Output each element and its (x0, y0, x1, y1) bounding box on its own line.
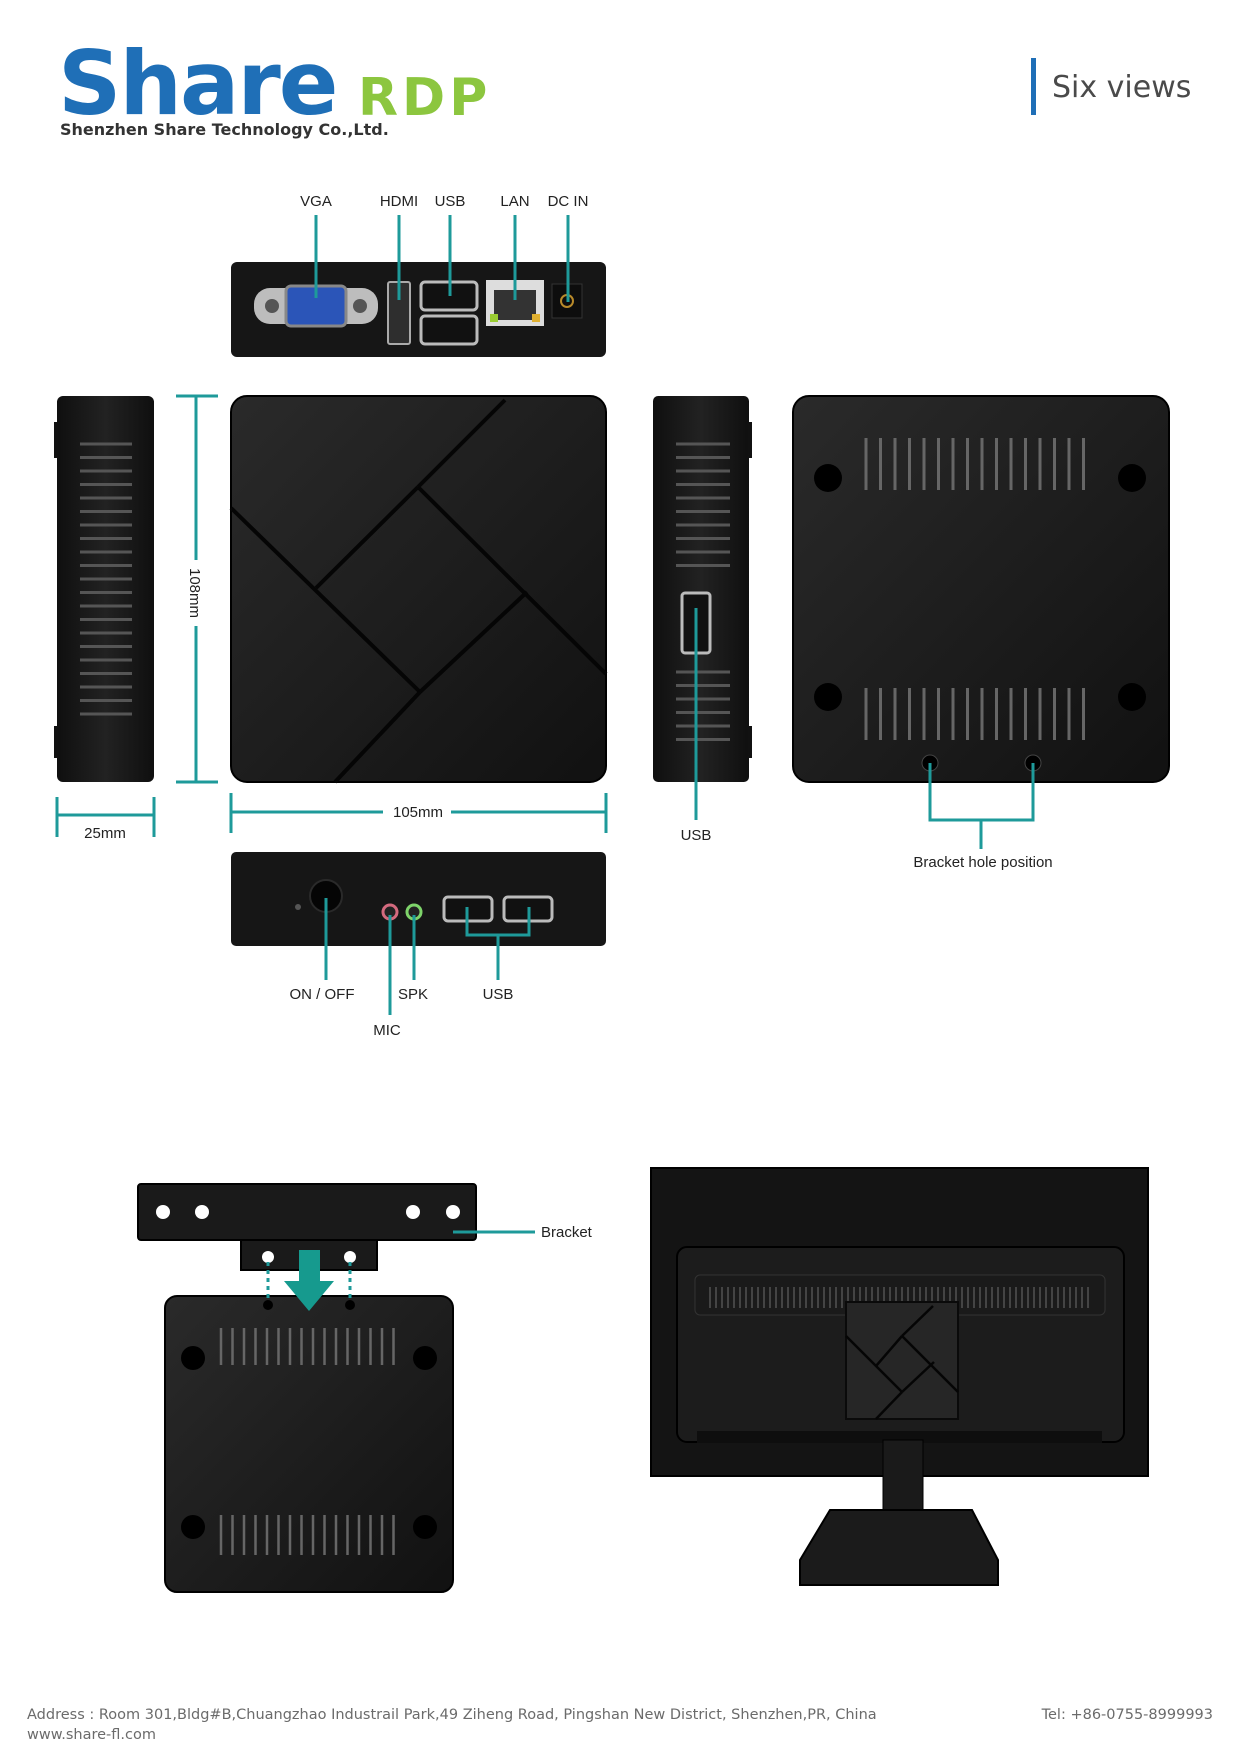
logo-rdp-text: RDP (358, 68, 492, 128)
front-view: ON / OFF SPK MIC USB (231, 852, 606, 1039)
on-off-label: ON / OFF (290, 986, 355, 1003)
bottom-view: Bracket hole position (792, 395, 1170, 871)
monitor-stand-base (799, 1509, 999, 1586)
mounted-mini-pc (845, 1301, 959, 1420)
arrow-down-icon (284, 1250, 334, 1311)
bracket-plate (137, 1183, 477, 1241)
hdmi-label: HDMI (380, 193, 418, 210)
rear-usb-label: USB (435, 193, 466, 210)
side-usb-label: USB (681, 827, 712, 844)
footer-website[interactable]: www.share-fl.com (27, 1727, 156, 1743)
title-accent-bar (1031, 58, 1036, 115)
front-usb-label: USB (483, 986, 514, 1003)
footer-tel: Tel: +86-0755-8999993 (1041, 1707, 1213, 1723)
rear-view: VGA HDMI USB LAN DC IN (231, 193, 606, 357)
right-side-view: USB (653, 396, 752, 844)
company-name: Shenzhen Share Technology Co.,Ltd. (60, 120, 389, 139)
left-side-view: 25mm (54, 396, 156, 842)
bracket-label: Bracket (541, 1224, 593, 1241)
bracket-hole-label: Bracket hole position (913, 854, 1052, 871)
page-title: Six views (1052, 70, 1192, 105)
lan-label: LAN (500, 193, 529, 210)
mic-label: MIC (373, 1022, 401, 1039)
bracket-mounting-diagram: Bracket (137, 1183, 593, 1593)
depth-dimension: 25mm (84, 825, 126, 842)
logo-share-text: Share (58, 32, 338, 135)
width-dimension: 105mm (393, 804, 443, 821)
footer-address: Address : Room 301,Bldg#B,Chuangzhao Ind… (27, 1707, 877, 1723)
height-dimension: 108mm (186, 568, 203, 618)
dc-in-label: DC IN (548, 193, 589, 210)
vga-label: VGA (300, 193, 332, 210)
top-view: 108mm 105mm (176, 394, 608, 833)
monitor-back-diagram (650, 1167, 1149, 1586)
spk-label: SPK (398, 986, 428, 1003)
